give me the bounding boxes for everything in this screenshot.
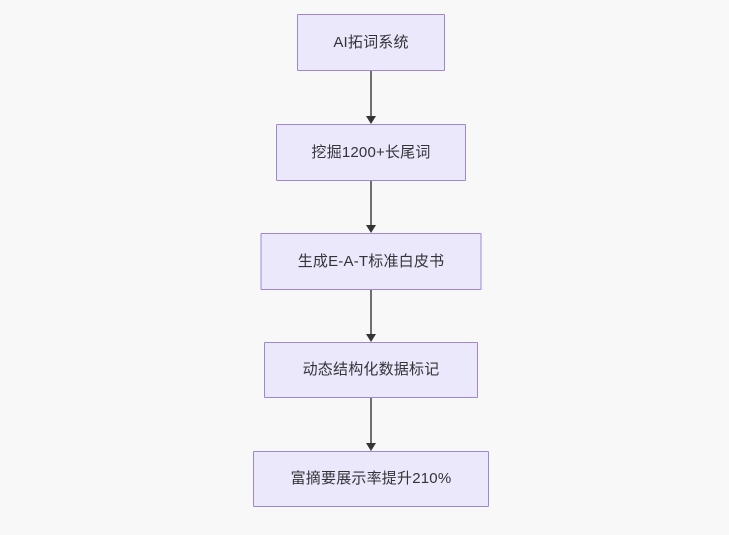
arrowhead-icon <box>366 334 376 342</box>
flow-node-label: 富摘要展示率提升210% <box>290 470 452 487</box>
flow-connector-4-5 <box>364 398 378 451</box>
flow-node-label: 挖掘1200+长尾词 <box>311 143 431 161</box>
connector-line <box>370 398 372 443</box>
connector-line <box>370 290 372 334</box>
connector-line <box>370 181 372 225</box>
flow-node-eat-whitepaper[interactable]: 生成E-A-T标准白皮书 <box>260 233 482 290</box>
flow-node-longtail-keywords[interactable]: 挖掘1200+长尾词 <box>276 124 466 181</box>
flow-node-rich-snippet-result[interactable]: 富摘要展示率提升210% <box>253 451 489 507</box>
flow-node-label: 生成E-A-T标准白皮书 <box>297 252 445 270</box>
arrowhead-icon <box>366 116 376 124</box>
connector-line <box>370 71 372 116</box>
flow-node-label: AI拓词系统 <box>333 33 409 51</box>
flow-connector-1-2 <box>364 71 378 124</box>
flow-connector-3-4 <box>364 290 378 342</box>
flow-node-label: 动态结构化数据标记 <box>302 361 440 378</box>
flow-node-structured-data-markup[interactable]: 动态结构化数据标记 <box>264 342 478 398</box>
arrowhead-icon <box>366 225 376 233</box>
flow-node-ai-keyword-system[interactable]: AI拓词系统 <box>297 14 445 71</box>
flow-connector-2-3 <box>364 181 378 233</box>
arrowhead-icon <box>366 443 376 451</box>
